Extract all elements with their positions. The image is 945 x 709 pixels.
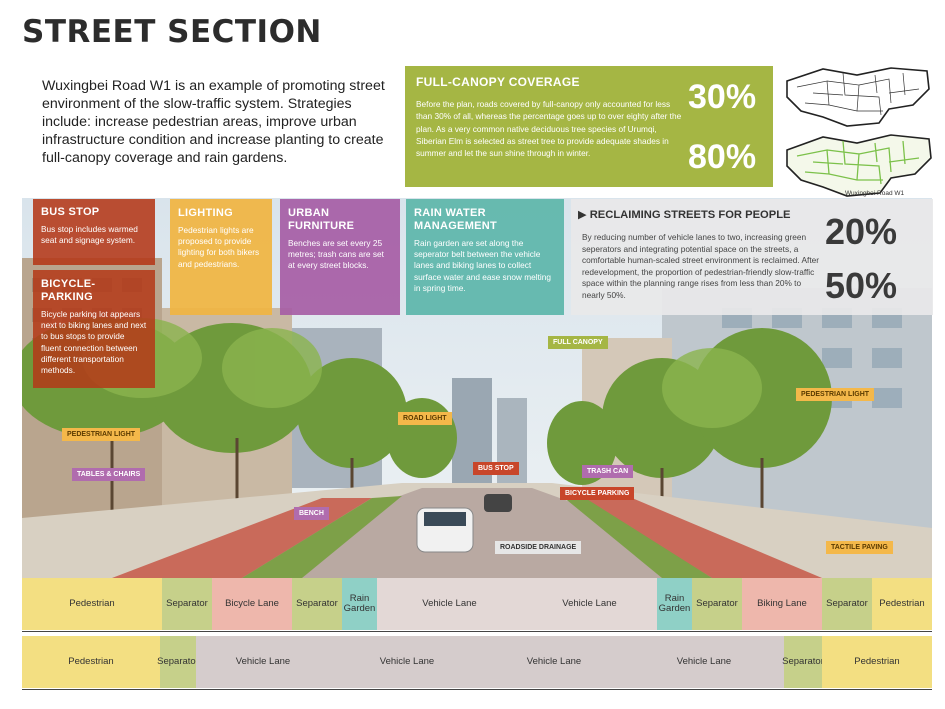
section-segment: Vehicle Lane — [330, 636, 484, 688]
section-divider-line — [22, 631, 932, 632]
section-ground-line — [22, 689, 932, 690]
bicycle-parking-body: Bicycle parking lot appears next to biki… — [41, 309, 147, 376]
tag-road-light: ROAD LIGHT — [398, 412, 452, 425]
section-segment: Pedestrian — [872, 578, 932, 630]
reclaiming-heading: ▶ RECLAIMING STREETS FOR PEOPLE — [578, 208, 791, 221]
tag-tactile-paving: TACTILE PAVING — [826, 541, 893, 554]
section-segment: Biking Lane — [742, 578, 822, 630]
section-segment: Vehicle Lane — [484, 636, 624, 688]
bus-stop-body: Bus stop includes warmed seat and signag… — [41, 224, 138, 246]
section-segment: Pedestrian — [822, 636, 932, 688]
urban-furniture-body: Benches are set every 25 metres; trash c… — [288, 238, 384, 271]
reclaiming-streets-panel: ▶ RECLAIMING STREETS FOR PEOPLE By reduc… — [571, 199, 933, 315]
canopy-after-percent: 80% — [688, 138, 757, 176]
tag-tables-chairs: TABLES & CHAIRS — [72, 468, 146, 481]
bus-stop-panel: BUS STOP Bus stop includes warmed seat a… — [33, 199, 155, 265]
tag-bench: BENCH — [294, 507, 329, 520]
section-segment: Pedestrian — [22, 636, 160, 688]
canopy-body: Before the plan, roads covered by full-c… — [416, 99, 682, 159]
section-segment: Bicycle Lane — [212, 578, 292, 630]
section-segment: Separator — [822, 578, 872, 630]
canopy-heading: FULL-CANOPY COVERAGE — [416, 75, 580, 89]
section-segment: Separator — [292, 578, 342, 630]
section-segment: Vehicle Lane — [377, 578, 522, 630]
section-segment: Separator — [157, 636, 199, 688]
district-map-before — [786, 67, 930, 127]
tag-trash-can: TRASH CAN — [582, 465, 634, 478]
section-segment: Vehicle Lane — [196, 636, 330, 688]
section-segment: Rain Garden — [342, 578, 377, 630]
reclaiming-body: By reducing number of vehicle lanes to t… — [582, 232, 820, 300]
map-caption: Wuxingbei Road W1 — [845, 190, 905, 197]
reclaiming-before-percent: 20% — [825, 211, 898, 252]
tag-full-canopy: FULL CANOPY — [548, 336, 608, 349]
section-segment: Separator — [692, 578, 742, 630]
tag-bicycle-parking: BICYCLE PARKING — [560, 487, 635, 500]
bus-stop-heading: BUS STOP — [41, 206, 100, 218]
section-segment: Rain Garden — [657, 578, 692, 630]
tag-pedestrian-light-right: PEDESTRIAN LIGHT — [796, 388, 875, 401]
lighting-body: Pedestrian lights are proposed to provid… — [178, 225, 260, 269]
section-segment: Vehicle Lane — [522, 578, 657, 630]
tag-pedestrian-light-left: PEDESTRIAN LIGHT — [62, 428, 141, 441]
section-segment: Pedestrian — [22, 578, 162, 630]
urban-furniture-panel: URBAN FURNITURE Benches are set every 25… — [280, 199, 400, 315]
bicycle-parking-panel: BICYCLE-PARKING Bicycle parking lot appe… — [33, 270, 155, 388]
section-segment: Vehicle Lane — [624, 636, 784, 688]
section-segment: Separator — [782, 636, 824, 688]
rain-water-heading: RAIN WATER MANAGEMENT — [414, 207, 498, 232]
canopy-coverage-panel: FULL-CANOPY COVERAGE Before the plan, ro… — [405, 66, 773, 187]
section-segment: Separator — [162, 578, 212, 630]
urban-furniture-heading: URBAN FURNITURE — [288, 207, 355, 232]
tag-roadside-drainage: ROADSIDE DRAINAGE — [495, 541, 582, 554]
triangle-bullet-icon: ▶ — [578, 209, 587, 221]
lighting-panel: LIGHTING Pedestrian lights are proposed … — [170, 199, 272, 315]
rain-water-body: Rain garden are set along the seperator … — [414, 238, 551, 293]
bicycle-parking-heading: BICYCLE-PARKING — [41, 278, 96, 303]
canopy-before-percent: 30% — [688, 78, 757, 116]
district-map-after — [786, 134, 932, 197]
reclaiming-after-percent: 50% — [825, 265, 898, 306]
page-title: STREET SECTION — [22, 14, 322, 50]
reclaiming-heading-text: RECLAIMING STREETS FOR PEOPLE — [589, 209, 791, 221]
lighting-heading: LIGHTING — [178, 207, 233, 219]
tag-bus-stop: BUS STOP — [473, 462, 519, 475]
intro-paragraph: Wuxingbei Road W1 is an example of promo… — [42, 78, 385, 166]
rain-water-panel: RAIN WATER MANAGEMENT Rain garden are se… — [406, 199, 564, 315]
